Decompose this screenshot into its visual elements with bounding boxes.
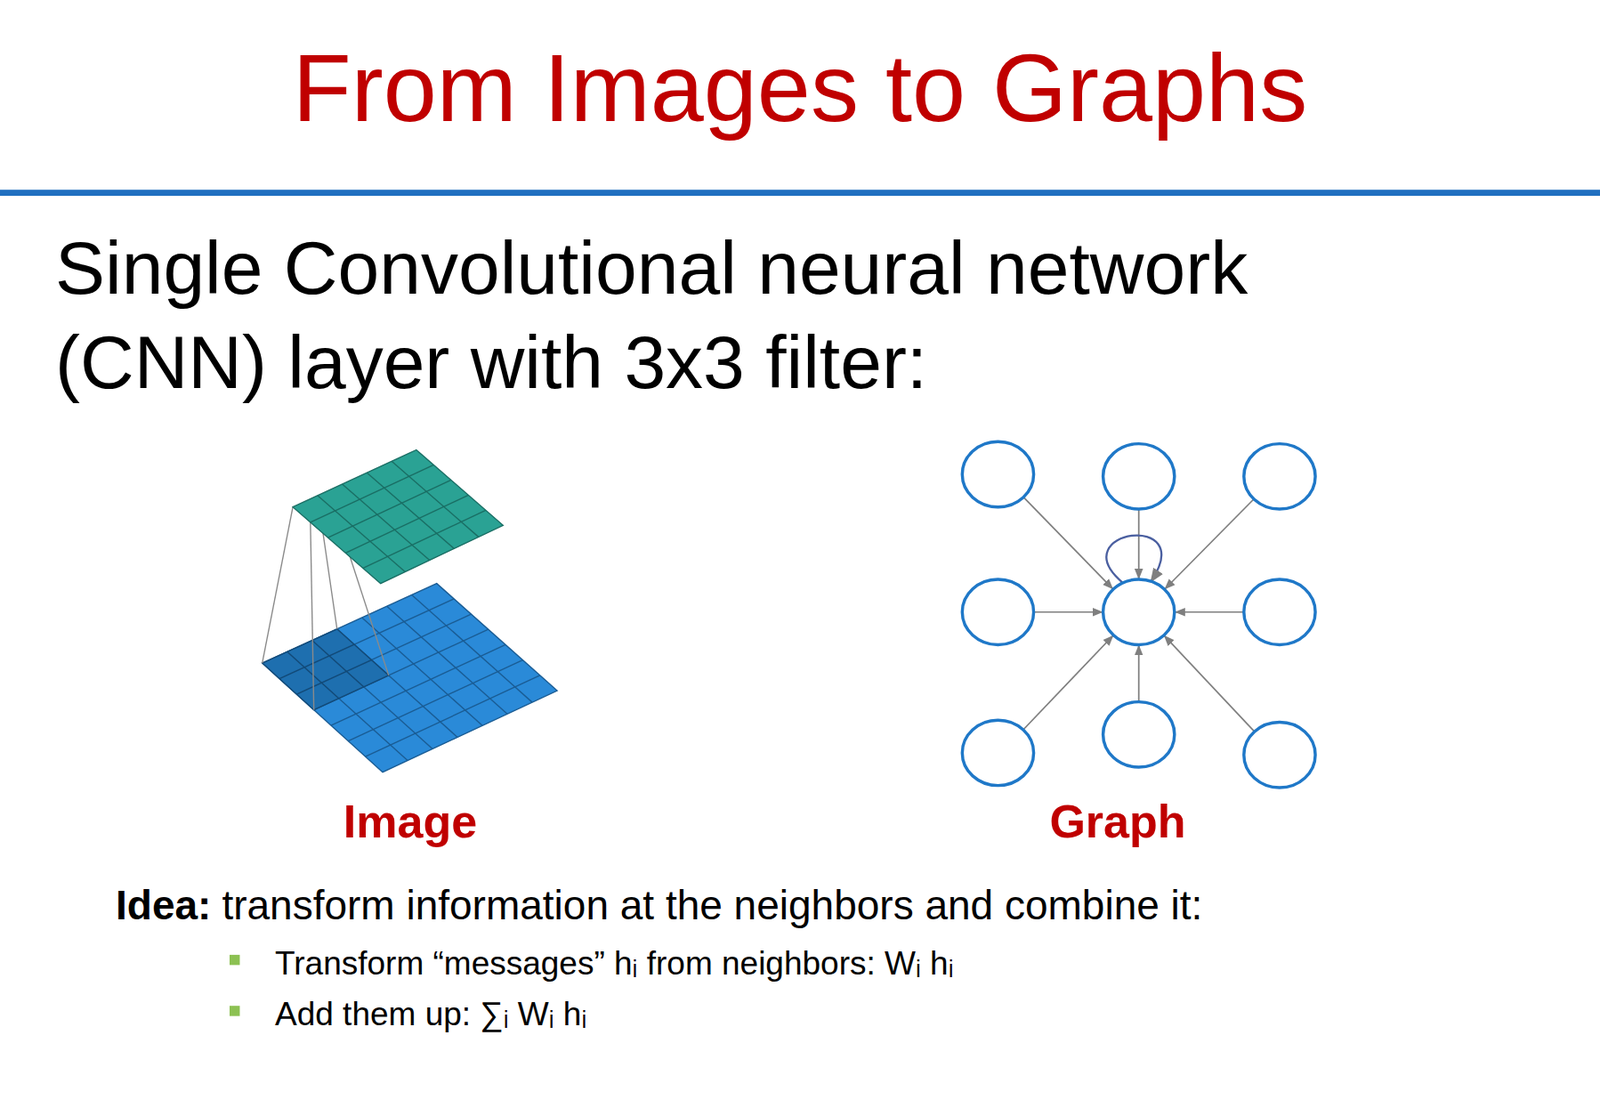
figure-label: Graph [1049, 794, 1186, 849]
graph-node [1103, 702, 1175, 768]
message-arrow [1138, 646, 1140, 703]
output-grid [292, 449, 503, 583]
projection-line [310, 522, 315, 711]
bullet [229, 1005, 240, 1016]
bullet-text: Transform “messages” hᵢ from neighbors: … [274, 945, 954, 983]
graph-node [1244, 444, 1316, 510]
message-arrow [1164, 499, 1254, 590]
grid-line [363, 509, 486, 568]
grid-line [391, 460, 479, 537]
slide-title: From Images to Graphs [0, 32, 1600, 144]
graph-node [961, 579, 1034, 645]
grid-line [310, 464, 435, 522]
input-grid [262, 583, 558, 773]
grid-line [387, 606, 508, 714]
graph-node [1103, 444, 1175, 510]
graph-node [1244, 722, 1316, 788]
message-arrow [1138, 509, 1140, 579]
grid-line [296, 660, 372, 695]
idea-label: Idea: [115, 880, 211, 930]
message-arrow [1023, 497, 1113, 590]
filter-patch [262, 629, 389, 711]
self-loop [1106, 535, 1162, 583]
heading-text: Single Convolutional neural network (CNN… [55, 220, 1408, 410]
bullet [229, 954, 240, 965]
grid-line [365, 675, 541, 757]
graph-illustration [961, 441, 1316, 788]
graph-node [1244, 579, 1316, 645]
bullet-text: Add them up: ∑ᵢ Wᵢ hᵢ [274, 995, 587, 1034]
graph-node [961, 719, 1034, 785]
graph-node [961, 441, 1034, 507]
idea-text: transform information at the neighbors a… [221, 880, 1203, 930]
message-arrow [1023, 635, 1114, 729]
grid-line [345, 494, 469, 553]
grid-line [328, 479, 452, 538]
graph-node [1103, 579, 1175, 645]
projection-line [262, 507, 293, 663]
grid-line [412, 594, 533, 703]
cnn-grids [262, 449, 558, 772]
title-rule [0, 189, 1600, 196]
grid-line [312, 640, 364, 687]
figure-label: Image [343, 794, 477, 849]
message-arrow [1164, 636, 1255, 732]
message-arrow [1175, 611, 1245, 614]
message-arrow [1034, 611, 1103, 614]
